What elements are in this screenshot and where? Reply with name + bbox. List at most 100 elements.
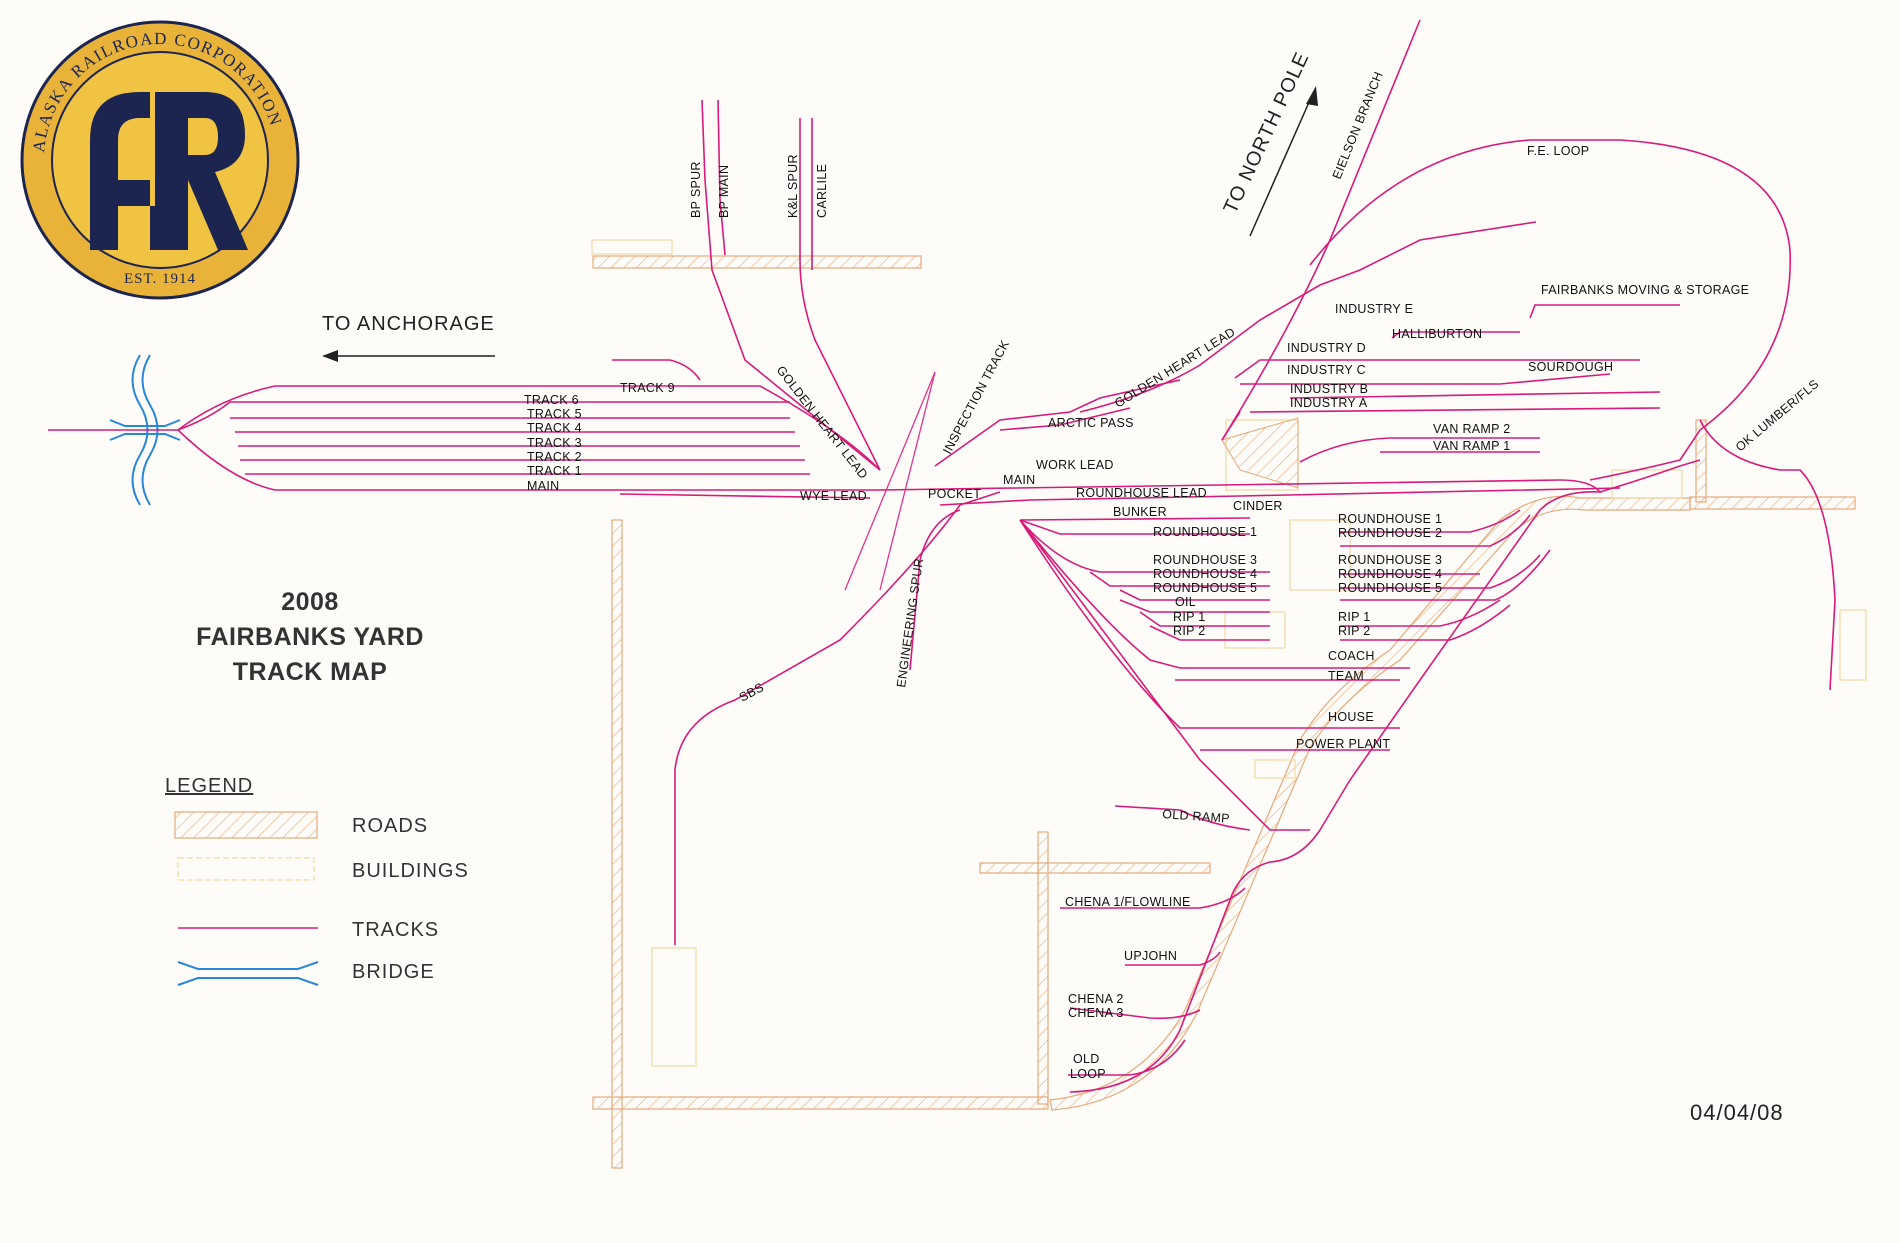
- track-main: [177, 429, 1561, 491]
- label-team: TEAM: [1328, 669, 1364, 683]
- building-rip: [1224, 611, 1286, 649]
- road-west-vertical: [611, 519, 623, 1169]
- road-chena-vertical: [1037, 831, 1049, 1105]
- track-roundhouse5-e: [1340, 549, 1551, 601]
- track-wye-lead: [619, 493, 871, 499]
- label-sourdough: SOURDOUGH: [1528, 360, 1613, 374]
- track-coach: [1019, 519, 1410, 669]
- track-roundhouse2-e: [1340, 514, 1531, 547]
- bridge-north-rail: [109, 419, 181, 427]
- track-old-ramp: [1114, 805, 1251, 831]
- label-upjohn: UPJOHN: [1124, 949, 1177, 963]
- track-old-loop: [1068, 1039, 1186, 1076]
- label-track6: TRACK 6: [524, 393, 579, 407]
- track-main-south-loop: [1069, 479, 1602, 1093]
- label-engineering-spur: ENGINEERING SPUR: [894, 557, 926, 688]
- legend-bridge-swatch-bottom: [177, 977, 319, 986]
- logo-est: EST. 1914: [124, 271, 196, 287]
- road-south: [592, 1096, 1049, 1110]
- label-oil: OIL: [1175, 595, 1196, 609]
- label-roundhouse1-e: ROUNDHOUSE 1: [1338, 512, 1442, 526]
- logo-letter-r: [160, 92, 248, 250]
- label-roundhouse3-e: ROUNDHOUSE 3: [1338, 553, 1442, 567]
- track-chena3: [1069, 1007, 1201, 1020]
- arrc-logo: ALASKA RAILROAD CORPORATION EST. 1914: [20, 20, 300, 300]
- track-rip1-w: [1139, 611, 1270, 627]
- track-9-stub: [612, 359, 701, 381]
- title-block: 2008 FAIRBANKS YARD TRACK MAP: [196, 588, 424, 686]
- building-roundhouse-b: [1289, 519, 1351, 591]
- track-industry-b: [1289, 391, 1661, 399]
- title-line3: TRACK MAP: [233, 658, 388, 686]
- track-ladder-south: [1019, 519, 1310, 831]
- label-bp-spur: BP SPUR: [689, 161, 703, 218]
- track-roundhouse-lead: [939, 487, 1621, 506]
- building-roundhouse-a: [1225, 419, 1299, 491]
- legend-bridge-label: BRIDGE: [352, 961, 435, 983]
- label-roundhouse1-w: ROUNDHOUSE 1: [1153, 525, 1257, 539]
- logo-letter-a: [90, 92, 150, 250]
- track-halliburton: [1391, 331, 1520, 339]
- arrow-left-icon: [322, 350, 338, 362]
- label-roundhouse4-w: ROUNDHOUSE 4: [1153, 567, 1257, 581]
- label-rip1-w: RIP 1: [1173, 610, 1206, 624]
- label-pocket: POCKET: [928, 487, 981, 501]
- label-industry-e: INDUSTRY E: [1335, 302, 1413, 316]
- legend-roads-swatch: [174, 811, 318, 839]
- track-rip1-e: [1340, 599, 1501, 627]
- track-roundhouse1-e: [1340, 509, 1521, 533]
- track-industry-lead: [1221, 411, 1241, 441]
- label-halliburton: HALLIBURTON: [1392, 327, 1482, 341]
- label-industry-c: INDUSTRY C: [1287, 363, 1366, 377]
- track-engineering-spur: [909, 509, 961, 671]
- label-inspection-track: INSPECTION TRACK: [940, 338, 1012, 457]
- label-roundhouse2-e: ROUNDHOUSE 2: [1338, 526, 1442, 540]
- label-chena2: CHENA 2: [1068, 992, 1124, 1006]
- track-bunker: [1019, 517, 1251, 521]
- legend-heading: LEGEND: [165, 775, 253, 797]
- track-house: [1019, 519, 1400, 729]
- label-van-ramp1: VAN RAMP 1: [1433, 439, 1511, 453]
- arrow-np-line: [1249, 99, 1311, 237]
- track-upjohn: [1125, 951, 1221, 966]
- building-east: [1611, 469, 1683, 499]
- label-main-west: MAIN: [527, 479, 559, 493]
- title-line2: FAIRBANKS YARD: [196, 623, 424, 651]
- label-industry-b: INDUSTRY B: [1290, 382, 1368, 396]
- bridge-south-rail: [109, 433, 181, 441]
- track-ok-lumber: [1699, 419, 1836, 691]
- title-year: 2008: [281, 588, 339, 616]
- track-kl-spur: [799, 118, 881, 471]
- label-main-east: MAIN: [1003, 473, 1035, 487]
- label-bunker: BUNKER: [1113, 505, 1167, 519]
- track-6: [177, 401, 790, 431]
- label-roundhouse4-e: ROUNDHOUSE 4: [1338, 567, 1442, 581]
- label-track9: TRACK 9: [620, 381, 675, 395]
- road-chena-spur: [979, 862, 1211, 874]
- buildings: [591, 239, 1867, 1067]
- label-rip1-e: RIP 1: [1338, 610, 1371, 624]
- label-chena1: CHENA 1/FLOWLINE: [1065, 895, 1191, 909]
- label-to-north-pole: TO NORTH POLE: [1220, 49, 1314, 217]
- road-diagonal: [1049, 495, 1691, 1111]
- label-wye-lead: WYE LEAD: [800, 489, 867, 503]
- track-arctic-pass: [999, 407, 1131, 431]
- label-van-ramp2: VAN RAMP 2: [1433, 422, 1511, 436]
- building-power: [1254, 759, 1296, 779]
- building-sbs: [651, 947, 697, 1067]
- track-golden-heart-lead-east: [1079, 221, 1537, 413]
- legend-buildings-swatch: [177, 857, 315, 881]
- label-house: HOUSE: [1328, 710, 1374, 724]
- label-cinder: CINDER: [1233, 499, 1283, 513]
- roads: [592, 255, 1856, 1169]
- track-roundhouse1-w: [1019, 519, 1250, 535]
- label-track1: TRACK 1: [527, 464, 582, 478]
- legend-buildings-label: BUILDINGS: [352, 860, 469, 882]
- building-far-east: [1839, 609, 1867, 681]
- label-kl-spur: K&L SPUR: [786, 154, 800, 218]
- tracks: [48, 19, 1836, 1093]
- label-roundhouse5-e: ROUNDHOUSE 5: [1338, 581, 1442, 595]
- legend-roads-label: ROADS: [352, 815, 428, 837]
- map-date: 04/04/08: [1690, 1100, 1784, 1125]
